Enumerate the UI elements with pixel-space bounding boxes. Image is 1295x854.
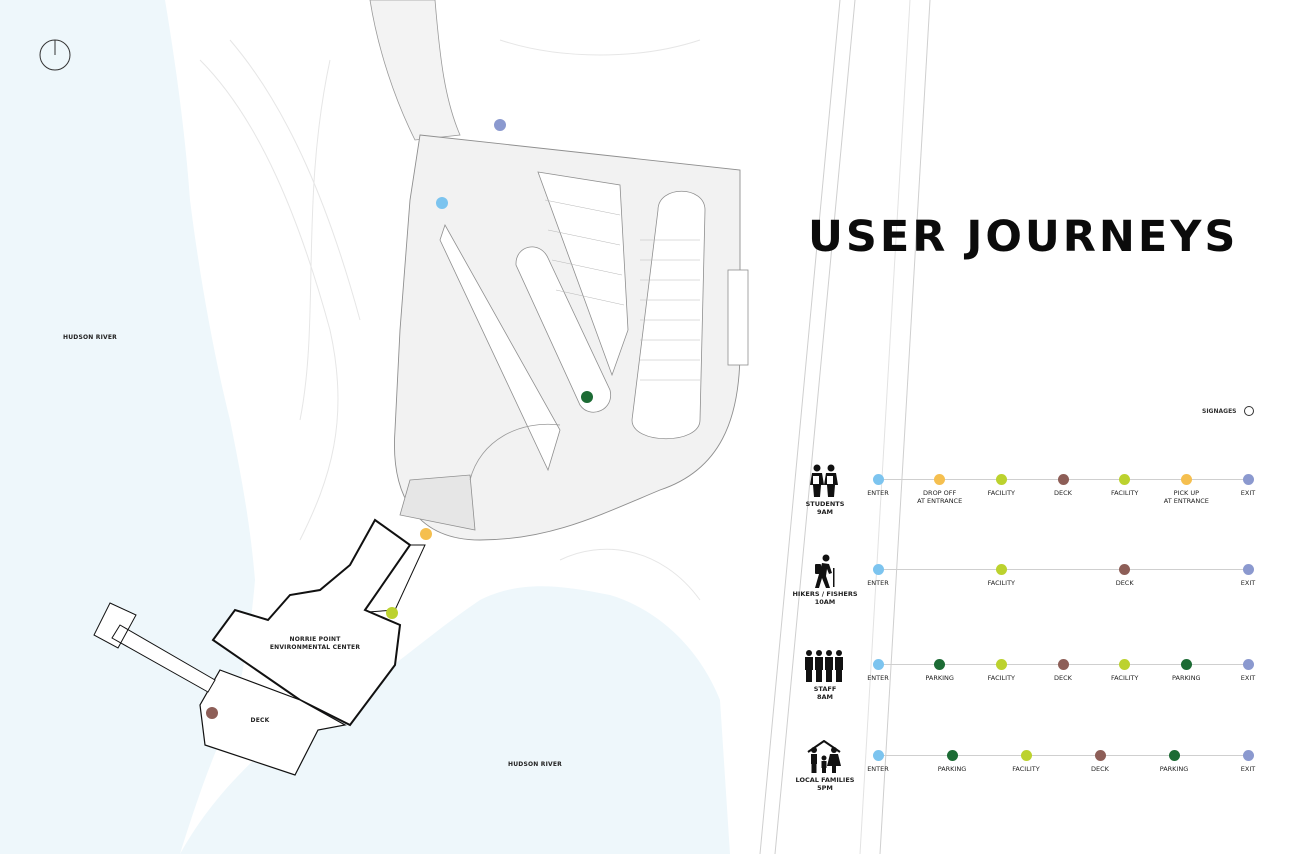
journey-stop-label: FACILITY xyxy=(1012,765,1040,773)
journey-row: STUDENTS 9AM ENTER DROP OFF AT ENTRANCE FAC… xyxy=(790,464,1270,524)
journey-stop-label: ENTER xyxy=(867,674,889,682)
journey-stop-label: ENTER xyxy=(867,579,889,587)
journey-stop-parking-marker xyxy=(1168,750,1180,761)
center-label: NORRIE POINT ENVIRONMENTAL CENTER xyxy=(269,636,361,651)
river-label-north: HUDSON RIVER xyxy=(62,334,118,341)
journey-stop-enter-marker xyxy=(872,750,884,761)
journey-stop-label: FACILITY xyxy=(987,489,1016,497)
journey-stop-parking-marker xyxy=(1180,659,1192,670)
journey-stop-label: EXIT xyxy=(1240,579,1256,587)
journey-stop-facility-marker xyxy=(1020,750,1032,761)
journey-stop-label: DECK xyxy=(1115,579,1134,587)
journey-stop-label: DROP OFF AT ENTRANCE xyxy=(917,489,963,505)
journey-stop-label: EXIT xyxy=(1240,765,1256,773)
journey-track xyxy=(878,569,1248,570)
journey-stop-facility-marker xyxy=(995,474,1007,485)
journey-stop-exit-marker xyxy=(1242,474,1254,485)
journey-stop-label: ENTER xyxy=(867,765,889,773)
journey-user-label: HIKERS / FISHERS 10AM xyxy=(792,590,858,606)
journey-stop-label: FACILITY xyxy=(987,674,1016,682)
journey-stop-pick-up-at-entrance-marker xyxy=(1180,474,1192,485)
map-marker-facility xyxy=(386,607,398,619)
legend-label: SIGNAGES xyxy=(1202,407,1237,415)
page-title: USER JOURNEYS xyxy=(808,212,1239,262)
journey-user-label: STUDENTS 9AM xyxy=(805,500,845,516)
journey-stop-facility-marker xyxy=(995,659,1007,670)
family-icon xyxy=(804,739,844,774)
staff-group-icon xyxy=(804,649,844,683)
journey-stop-parking-marker xyxy=(946,750,958,761)
journey-stop-label: ENTER xyxy=(867,489,889,497)
journey-stop-drop-off-at-entrance-marker xyxy=(934,474,946,485)
deck-platform xyxy=(199,669,347,776)
hiker-icon xyxy=(804,554,844,588)
students-icon xyxy=(804,464,844,498)
journey-stop-enter-marker xyxy=(872,659,884,670)
journey-stop-parking-marker xyxy=(934,659,946,670)
river-label-south: HUDSON RIVER xyxy=(507,761,563,768)
journey-stop-label: PARKING xyxy=(937,765,967,773)
journey-stop-deck-marker xyxy=(1057,474,1069,485)
map-marker-parking xyxy=(581,391,593,403)
journey-stop-deck-marker xyxy=(1094,750,1106,761)
north-arrow-icon xyxy=(39,39,71,71)
access-road xyxy=(369,0,461,141)
river-water-south xyxy=(180,586,730,854)
river-water xyxy=(0,0,255,854)
journey-track xyxy=(878,755,1248,756)
journey-stop-label: PARKING xyxy=(1172,674,1201,682)
pier xyxy=(93,602,216,693)
journey-stop-deck-marker xyxy=(1119,564,1131,575)
journey-row: HIKERS / FISHERS 10AM ENTER FACILITY DECK EX… xyxy=(790,554,1270,614)
deck-label: DECK xyxy=(250,717,270,724)
journey-stop-exit-marker xyxy=(1242,750,1254,761)
journey-stop-label: EXIT xyxy=(1240,674,1256,682)
journey-row: LOCAL FAMILIES 5PM ENTER PARKING FACILITY DE… xyxy=(790,739,1270,800)
journey-stop-facility-marker xyxy=(995,564,1007,575)
journey-stop-label: DECK xyxy=(1091,765,1109,773)
map-marker-enter xyxy=(436,197,448,209)
journey-stop-label: FACILITY xyxy=(987,579,1016,587)
journey-stop-facility-marker xyxy=(1119,659,1131,670)
journey-stop-facility-marker xyxy=(1119,474,1131,485)
journey-stop-label: PICK UP AT ENTRANCE xyxy=(1163,489,1209,505)
journey-stop-enter-marker xyxy=(872,564,884,575)
journey-stop-enter-marker xyxy=(872,474,884,485)
journey-stop-label: FACILITY xyxy=(1110,674,1139,682)
journey-stop-label: EXIT xyxy=(1240,489,1256,497)
journey-stop-label: DECK xyxy=(1054,674,1072,682)
journey-stop-label: PARKING xyxy=(925,674,954,682)
signage-legend: SIGNAGES xyxy=(1202,406,1254,416)
journey-stop-label: FACILITY xyxy=(1110,489,1139,497)
signage-ring-icon xyxy=(1243,406,1254,416)
journey-row: STAFF 8AM ENTER PARKING FACILITY DECK FACILIT… xyxy=(790,649,1270,709)
journey-stop-label: DECK xyxy=(1054,489,1072,497)
journey-stop-exit-marker xyxy=(1242,659,1254,670)
map-marker-deck xyxy=(206,707,218,719)
map-marker-entrance xyxy=(420,528,432,540)
journey-user-label: STAFF 8AM xyxy=(813,685,837,701)
journey-user-label: LOCAL FAMILIES 5PM xyxy=(795,776,855,792)
journey-stop-label: PARKING xyxy=(1159,765,1189,773)
map-marker-exit xyxy=(494,119,506,131)
journey-stop-exit-marker xyxy=(1242,564,1254,575)
journey-stop-deck-marker xyxy=(1057,659,1069,670)
